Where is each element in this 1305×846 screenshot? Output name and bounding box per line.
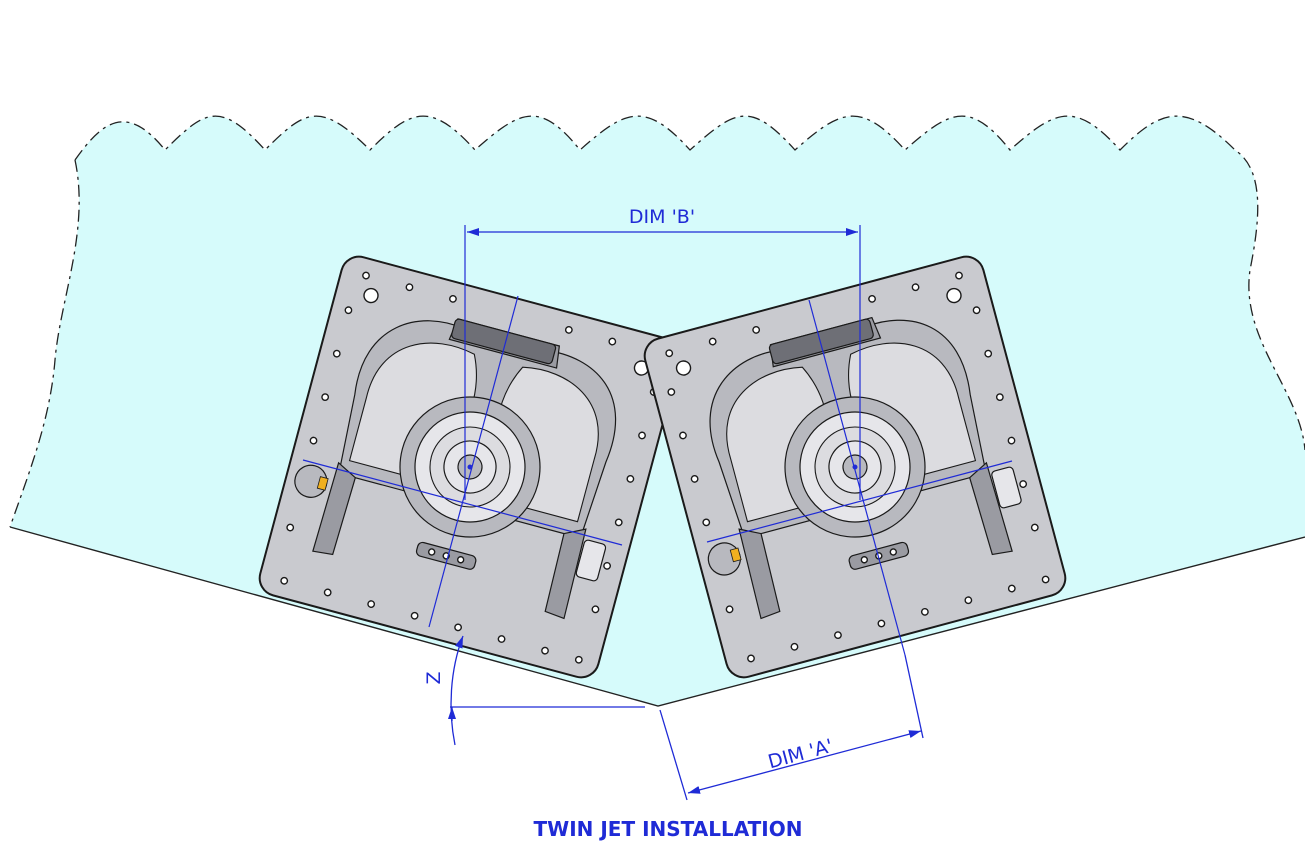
angle-z-arc [450,635,464,746]
hull-break-line [74,115,1305,451]
starboard-centerlines [706,225,1013,656]
hull-bottom-line [9,526,1305,707]
dim-b-label: DIM 'B' [629,206,695,228]
angle-z-label: Z [423,671,445,684]
drawing-caption: TWIN JET INSTALLATION [534,817,803,841]
port-centerlines [302,225,623,628]
dim-a-line [687,730,922,794]
dim-a-label: DIM 'A' [766,735,836,773]
